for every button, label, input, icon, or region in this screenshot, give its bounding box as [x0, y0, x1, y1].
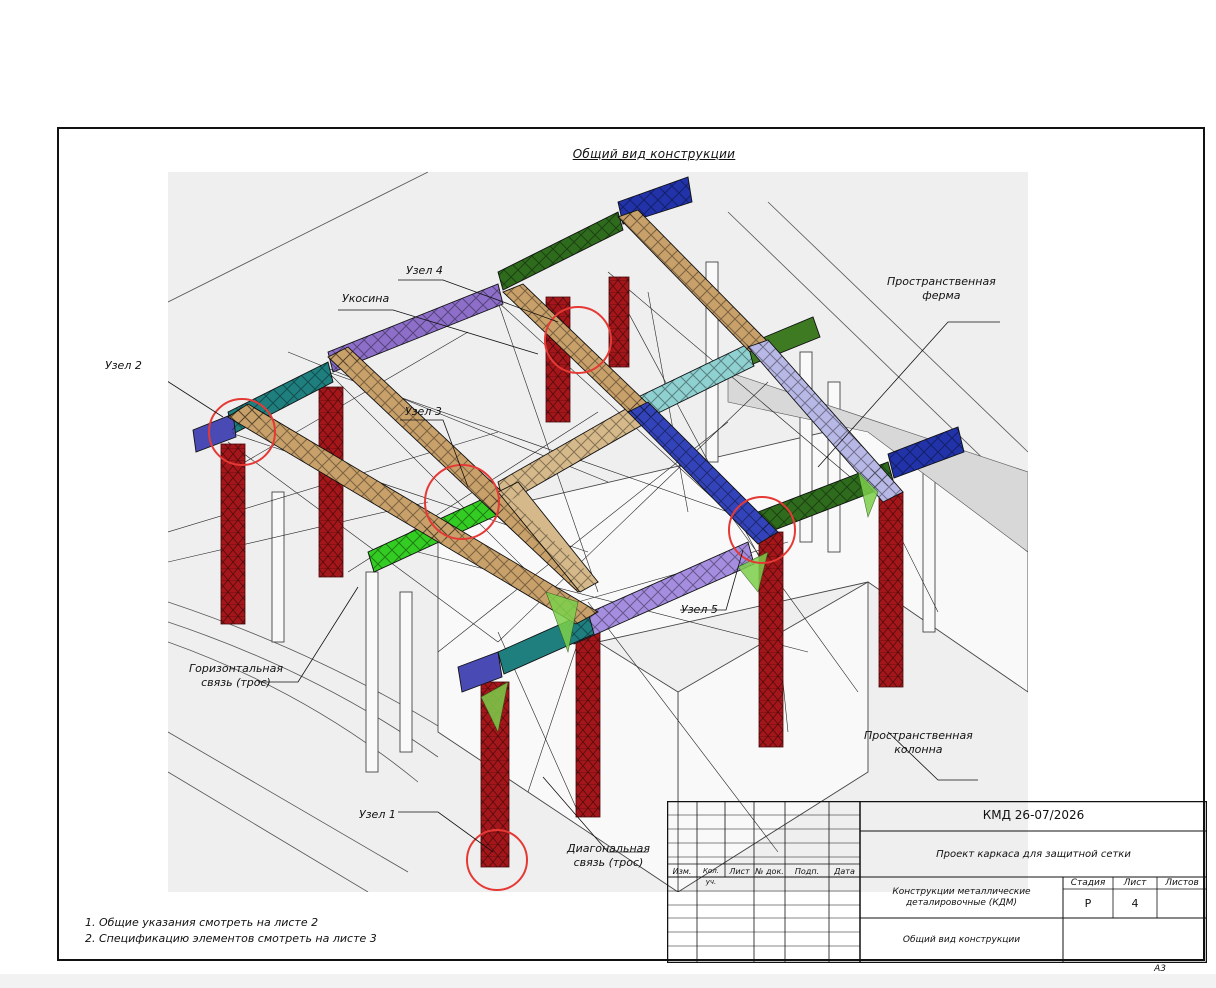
col-header-izm: Изм.: [672, 867, 692, 876]
stage-value: Р: [1084, 897, 1092, 910]
structure-view: [168, 172, 1028, 892]
col-header-list: Лист: [729, 867, 750, 876]
drawing-frame: Общий вид конструкции: [57, 127, 1207, 963]
leader-lines: [168, 279, 1000, 853]
callout-space-truss: Пространственная ферма: [887, 275, 996, 303]
callout-space-column: Пространственная колонна: [864, 729, 973, 757]
callout-space-column-line1: Пространственная: [864, 729, 973, 742]
callout-node-3: Узел 3: [405, 405, 442, 418]
callout-diagonal-tie-line1: Диагональная: [567, 842, 650, 855]
callout-horizontal-tie-line1: Горизонтальная: [189, 662, 283, 675]
callout-brace: Укосина: [342, 292, 390, 305]
callout-node-2: Узел 2: [105, 359, 142, 372]
note-2: 2. Спецификацию элементов смотреть на ли…: [85, 932, 377, 945]
note-1: 1. Общие указания смотреть на листе 2: [85, 916, 319, 929]
site-lines: [168, 172, 1028, 892]
sheet-value: 4: [1131, 897, 1139, 910]
node-2-marker: [208, 398, 276, 466]
callout-space-truss-line1: Пространственная: [887, 275, 996, 288]
view-title: Общий вид конструкции: [572, 147, 736, 161]
sheet-label: Лист: [1123, 878, 1147, 888]
col-header-podp: Подп.: [794, 867, 820, 876]
col-header-data: Дата: [834, 867, 855, 876]
node-4-marker: [544, 306, 612, 374]
document-code: КМД 26-07/2026: [982, 808, 1085, 822]
sheet-format: А3: [1154, 964, 1166, 974]
title-block: Изм. Кол. уч. Лист № док. Подп. Дата КМД…: [667, 801, 1207, 963]
general-notes: 1. Общие указания смотреть на листе 2 2.…: [85, 915, 377, 947]
node-1-marker: [466, 829, 528, 891]
document-type-line1: Конструкции металлические: [892, 887, 1031, 897]
callout-node-4: Узел 4: [406, 264, 443, 277]
callout-node-1: Узел 1: [359, 808, 396, 821]
bottom-strip: [0, 974, 1216, 988]
wall-shadow: [727, 371, 1028, 553]
node-5-marker: [728, 496, 796, 564]
document-type: Конструкции металлические деталировочные…: [860, 887, 1063, 909]
stage-label: Стадия: [1070, 878, 1106, 888]
callout-diagonal-tie-line2: связь (трос): [573, 856, 644, 869]
col-header-kol-uch: Кол. уч.: [703, 867, 719, 886]
callout-space-column-line2: колонна: [894, 743, 943, 756]
sheet-name: Общий вид конструкции: [902, 935, 1021, 945]
truss-lattice: [228, 177, 964, 644]
callout-horizontal-tie-line2: связь (трос): [201, 676, 271, 689]
callout-diagonal-tie: Диагональная связь (трос): [567, 842, 650, 870]
col-header-doc: № док.: [755, 867, 784, 876]
callout-horizontal-tie: Горизонтальная связь (трос): [189, 662, 283, 690]
callout-space-truss-line2: ферма: [922, 289, 961, 302]
callout-node-5: Узел 5: [681, 603, 718, 616]
title-block-grid: [667, 801, 1207, 963]
sheets-label: Листов: [1165, 878, 1199, 888]
project-name: Проект каркаса для защитной сетки: [936, 849, 1131, 860]
node-3-marker: [424, 464, 500, 540]
node-markers: [208, 306, 796, 891]
document-type-line2: деталировочные (КДМ): [905, 898, 1018, 908]
